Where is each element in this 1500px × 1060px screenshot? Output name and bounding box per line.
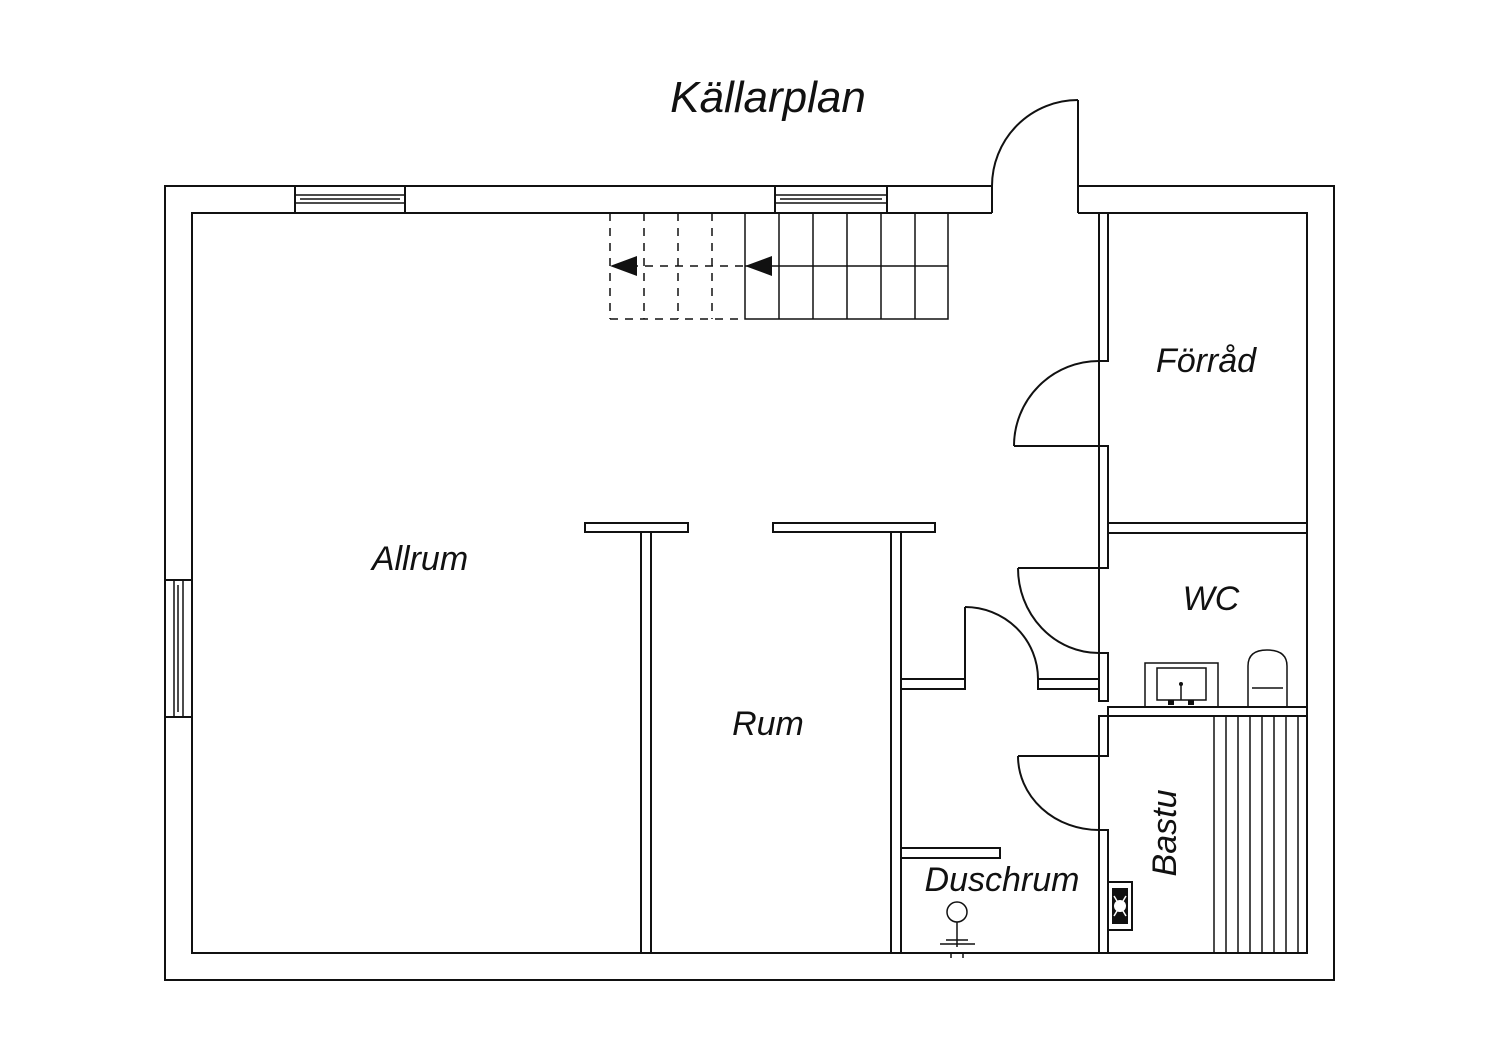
room-label-duschrum: Duschrum bbox=[925, 861, 1080, 899]
door-swing-icon bbox=[1013, 360, 1100, 447]
door-swing-icon bbox=[1017, 567, 1100, 654]
interior-walls bbox=[584, 212, 1308, 954]
room-label-forrad: Förråd bbox=[1156, 342, 1257, 380]
window-icon bbox=[164, 579, 193, 718]
door-swing-icon bbox=[991, 99, 1079, 187]
room-label-bastu: Bastu bbox=[1146, 789, 1184, 876]
window-icon bbox=[294, 185, 406, 214]
room-label-allrum: Allrum bbox=[370, 540, 468, 578]
staircase-icon bbox=[609, 212, 949, 320]
door-swing-icon bbox=[964, 606, 1039, 680]
toilet-icon bbox=[1247, 649, 1288, 707]
sauna-bench-icon bbox=[1213, 716, 1299, 953]
sink-icon bbox=[1144, 662, 1219, 708]
room-label-wc: WC bbox=[1183, 580, 1240, 618]
room-label-rum: Rum bbox=[732, 705, 804, 743]
shower-icon bbox=[940, 901, 975, 958]
plan-title: Källarplan bbox=[670, 73, 866, 122]
window-icon bbox=[774, 185, 888, 214]
door-swing-icon bbox=[1017, 755, 1100, 831]
sauna-heater-icon bbox=[1107, 881, 1133, 931]
